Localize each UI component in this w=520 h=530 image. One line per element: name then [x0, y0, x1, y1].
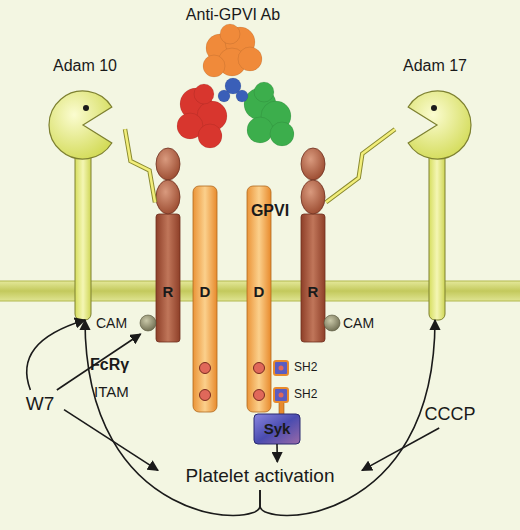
fcr-chain: D	[246, 186, 272, 412]
protease-eye	[83, 105, 89, 111]
arrow-line	[260, 320, 435, 515]
bolt-outline	[326, 129, 395, 202]
node-text: Adam 17	[395, 57, 475, 75]
calmodulin: CAM	[322, 312, 384, 334]
fab-arm	[254, 82, 274, 102]
arrow-connector	[64, 410, 158, 471]
node-text: Syk	[254, 420, 300, 437]
itam-motif	[254, 390, 265, 401]
node-text: Platelet activation	[158, 465, 362, 487]
protease-eye	[431, 105, 437, 111]
node-text: W7	[16, 393, 64, 415]
sh2-domain	[274, 388, 288, 402]
node-text: CCCP	[414, 404, 486, 425]
arrow-line	[27, 320, 85, 390]
heavy-chain	[220, 24, 240, 44]
fab-arm	[270, 122, 294, 146]
arrow-line	[362, 428, 439, 470]
node-text: Anti-GPVI Ab	[160, 6, 306, 24]
drug-label: W7	[16, 390, 64, 418]
arrow-line	[276, 444, 278, 462]
domain-label: SH2	[294, 388, 317, 402]
protease-adam: Adam 17	[395, 55, 475, 320]
bolt-line	[125, 129, 155, 202]
itam-motif	[200, 363, 211, 374]
part-label: FcRγ	[90, 356, 129, 374]
gpvi-receptor-art	[300, 148, 326, 342]
arrow-connector	[362, 428, 439, 470]
itam-motif	[254, 363, 265, 374]
antibody-art	[160, 4, 306, 150]
syk-kinase: Syk	[254, 414, 300, 444]
protease-stem	[75, 149, 91, 320]
itam-motif	[200, 390, 211, 401]
part-label: ITAM	[94, 383, 129, 400]
sh2-domain	[274, 361, 288, 375]
protease-stem	[429, 149, 445, 320]
syk-box	[254, 414, 300, 444]
domain-label: SH2	[294, 361, 317, 375]
ig-domain	[156, 180, 180, 214]
calmodulin: CAM	[96, 312, 158, 334]
antibody: Anti-GPVI Ab	[160, 4, 306, 150]
fab-arm	[194, 84, 214, 104]
fcr-bar	[193, 186, 217, 412]
hinge	[236, 90, 248, 102]
sh2-dot	[279, 393, 284, 398]
ig-domain	[156, 148, 180, 180]
protease-head	[408, 91, 471, 159]
cleavage-bolt	[326, 129, 395, 202]
arrow-connector	[27, 320, 85, 390]
node-text: D	[192, 283, 218, 300]
node-text: R	[155, 283, 181, 300]
cam-ball	[324, 315, 340, 331]
protease-adam-art	[395, 55, 475, 320]
cam-ball	[140, 315, 156, 331]
process-text: Platelet activation	[158, 462, 362, 490]
protease-adam: Adam 10	[45, 55, 125, 320]
arrow-line	[85, 320, 260, 515]
gpvi-receptor: R	[155, 148, 181, 342]
drug-label: CCCP	[414, 400, 486, 428]
fab-arm	[198, 124, 222, 148]
arrow-connector	[57, 334, 141, 390]
node-text: D	[246, 283, 272, 300]
fab-arm	[247, 117, 273, 143]
heavy-chain	[238, 47, 262, 71]
fcr-chain: D	[192, 186, 218, 412]
receptor-stalk	[301, 214, 325, 342]
arrow-connector	[277, 444, 278, 462]
ig-domain	[301, 148, 325, 180]
arrow-line	[64, 410, 158, 471]
heavy-chain	[203, 55, 225, 77]
protease-adam-art	[45, 55, 125, 320]
node-text: CAM	[343, 315, 385, 331]
receptor-stalk	[156, 214, 180, 342]
node-text: CAM	[96, 315, 138, 331]
node-text: R	[300, 283, 326, 300]
ig-domain	[301, 180, 325, 214]
bolt-line	[326, 129, 395, 202]
arrow-connector	[85, 320, 260, 515]
cleavage-bolt	[125, 129, 155, 202]
arrow-line	[57, 334, 141, 390]
gpvi-receptor: GPVIR	[300, 148, 326, 342]
arrow-connector	[260, 320, 435, 515]
gpvi-receptor-art	[155, 148, 181, 342]
fcr-bar	[247, 186, 271, 412]
sh2-dot	[279, 366, 284, 371]
protease-head	[49, 91, 112, 159]
node-text: GPVI	[244, 202, 296, 220]
hinge	[218, 90, 230, 102]
bolt-outline	[125, 129, 155, 202]
node-text: Adam 10	[45, 57, 125, 75]
